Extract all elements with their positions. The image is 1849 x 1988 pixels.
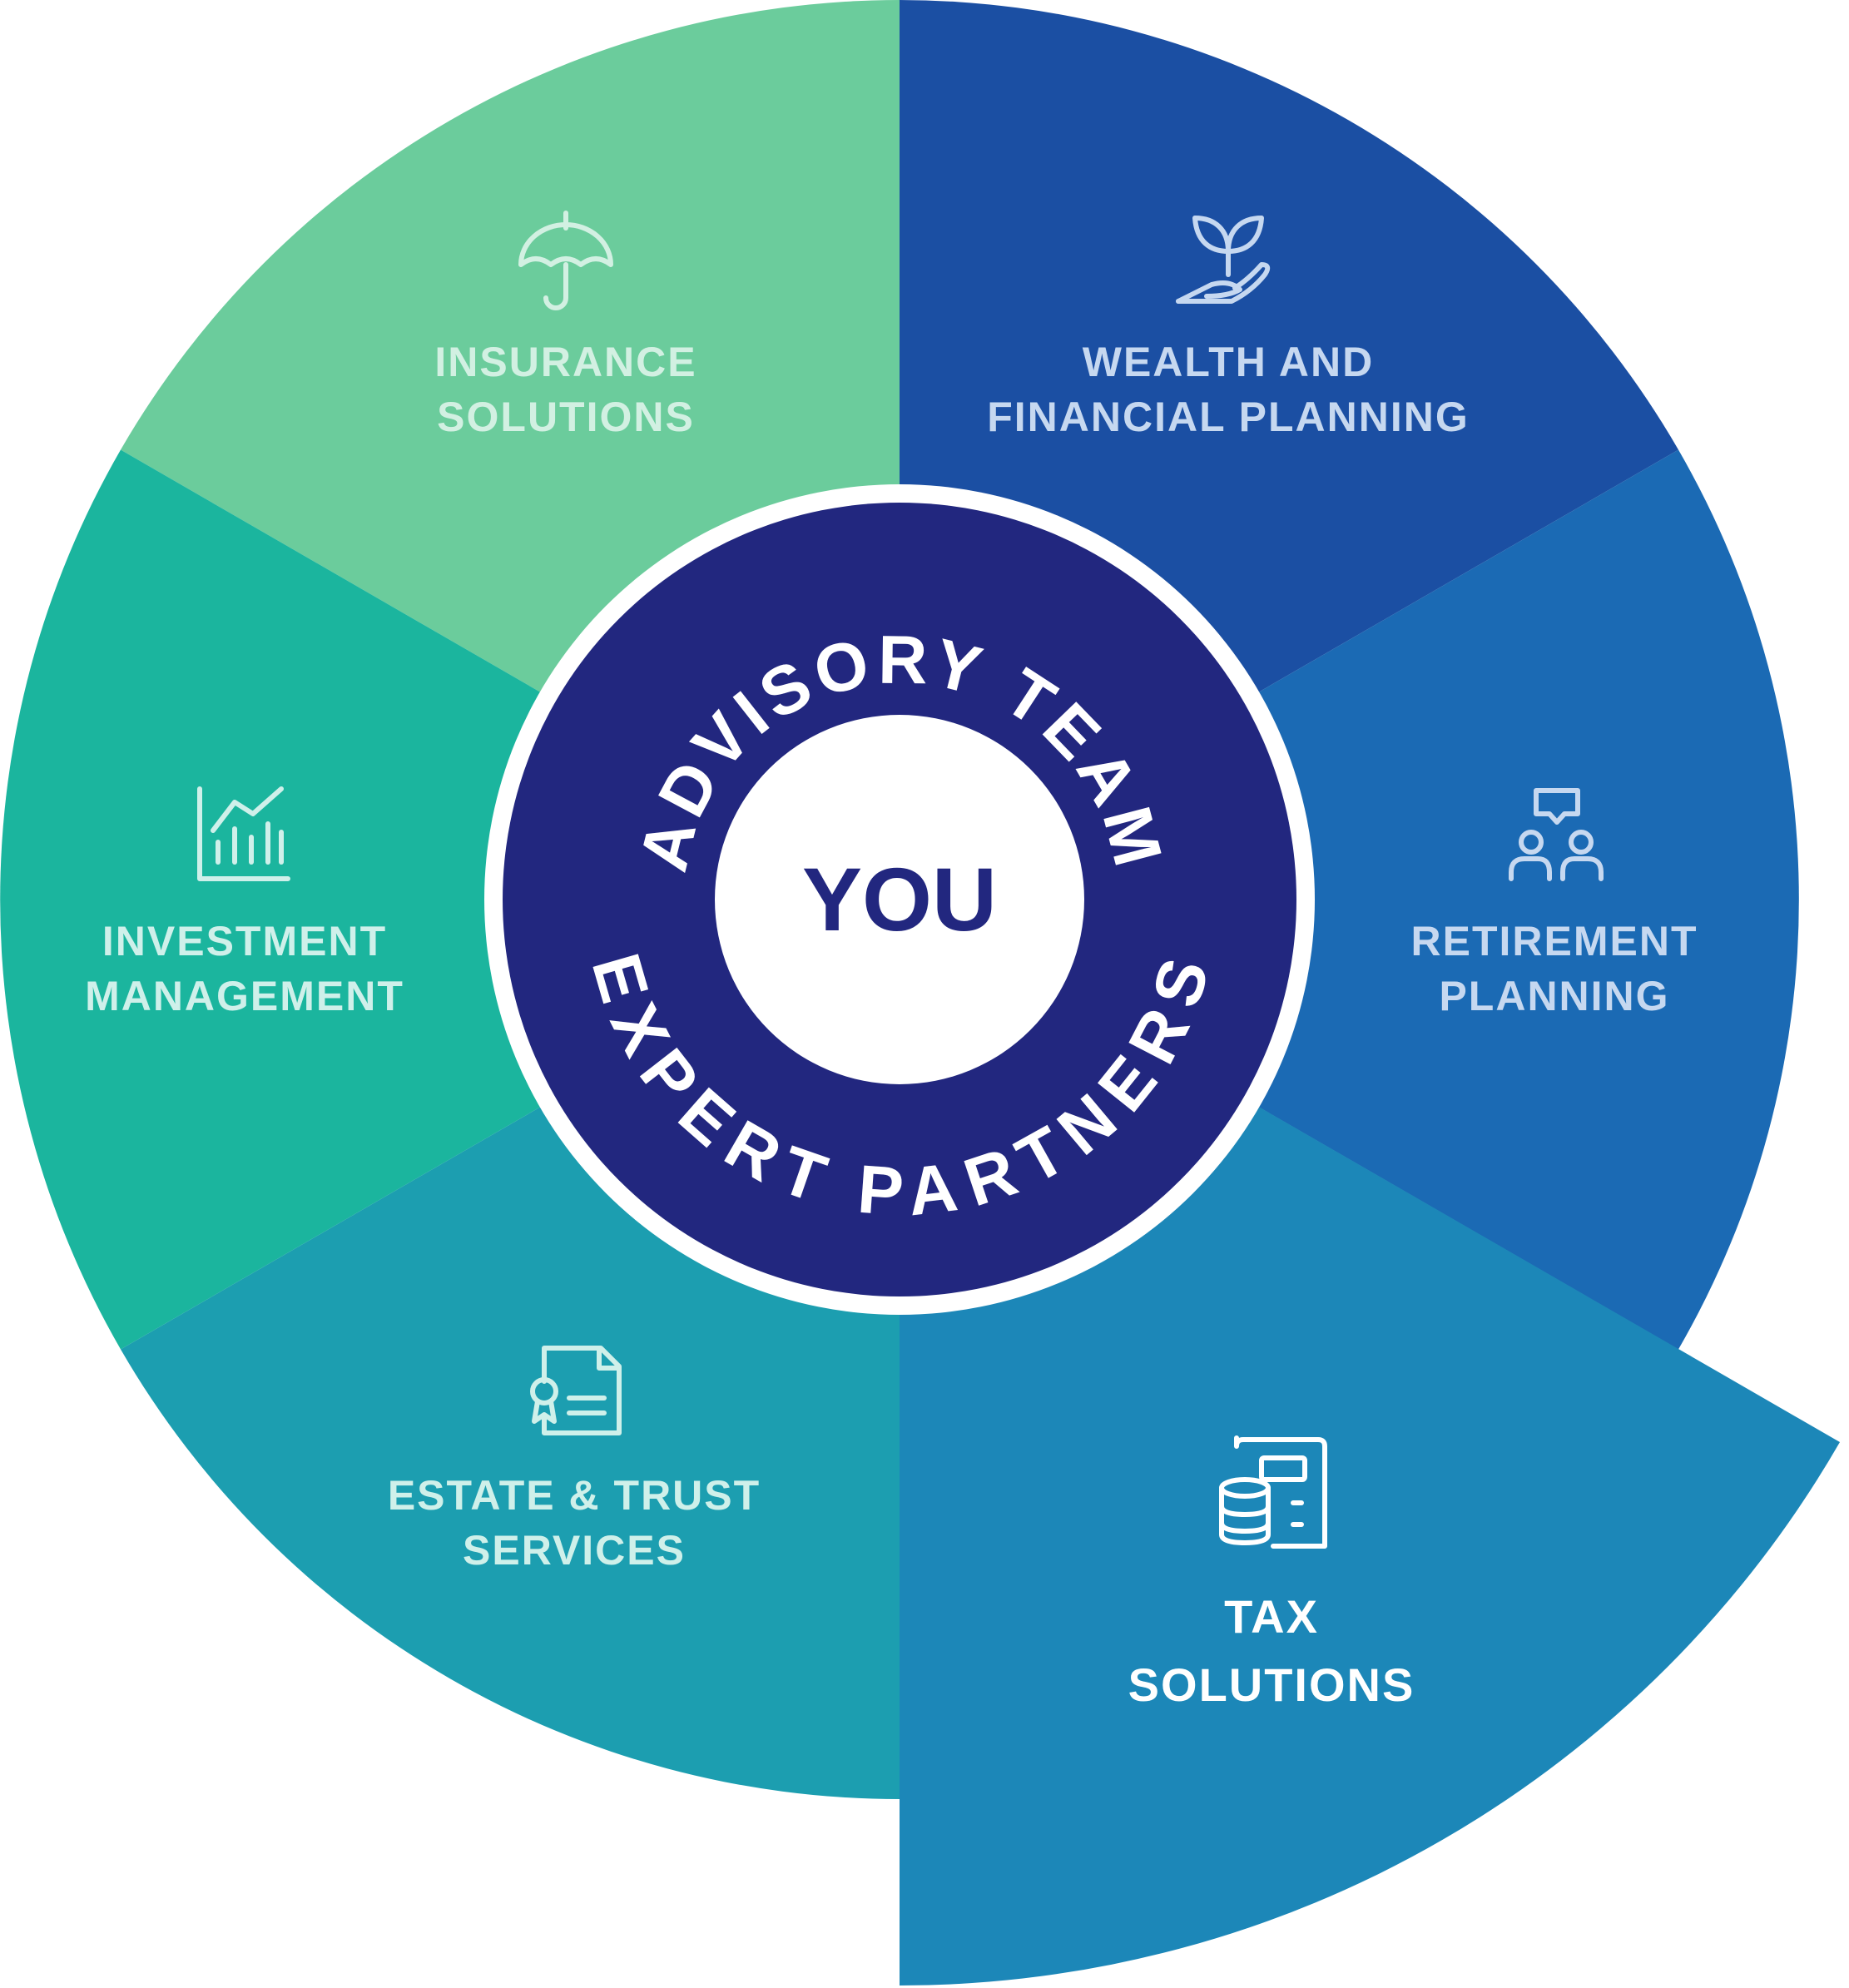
- retirement-label-line1: RETIREMENT: [1411, 918, 1698, 964]
- tax-label-line2: SOLUTIONS: [1128, 1658, 1415, 1711]
- segment-investment[interactable]: [0, 449, 900, 1350]
- wealth-label-line2: FINANCIAL PLANNING: [987, 394, 1470, 440]
- estate-label-line2: SERVICES: [463, 1527, 686, 1574]
- document-coins-icon: [1219, 1435, 1327, 1549]
- umbrella-icon: [518, 211, 613, 310]
- segment-retirement[interactable]: [900, 449, 1799, 1350]
- core-circle: [715, 715, 1084, 1084]
- wealth-label-line1: WEALTH AND: [1083, 339, 1375, 385]
- plant-in-hand-icon: [1176, 216, 1271, 304]
- retirement-label-line2: PLANNING: [1439, 973, 1669, 1019]
- insurance-label-line2: SOLUTIONS: [437, 394, 695, 440]
- bar-chart-trend-icon: [197, 786, 290, 881]
- people-discussion-icon: [1509, 788, 1604, 881]
- insurance-label-line1: INSURANCE: [434, 339, 696, 385]
- estate-label-line1: ESTATE & TRUST: [388, 1472, 761, 1519]
- investment-label-line1: INVESTMENT: [102, 918, 387, 964]
- tax-label-line1: TAX: [1224, 1590, 1319, 1643]
- certificate-document-icon: [530, 1346, 622, 1435]
- investment-label-line2: MANAGEMENT: [85, 973, 404, 1019]
- core-label: YOU: [802, 849, 997, 949]
- insurance-icon-group: [518, 211, 613, 310]
